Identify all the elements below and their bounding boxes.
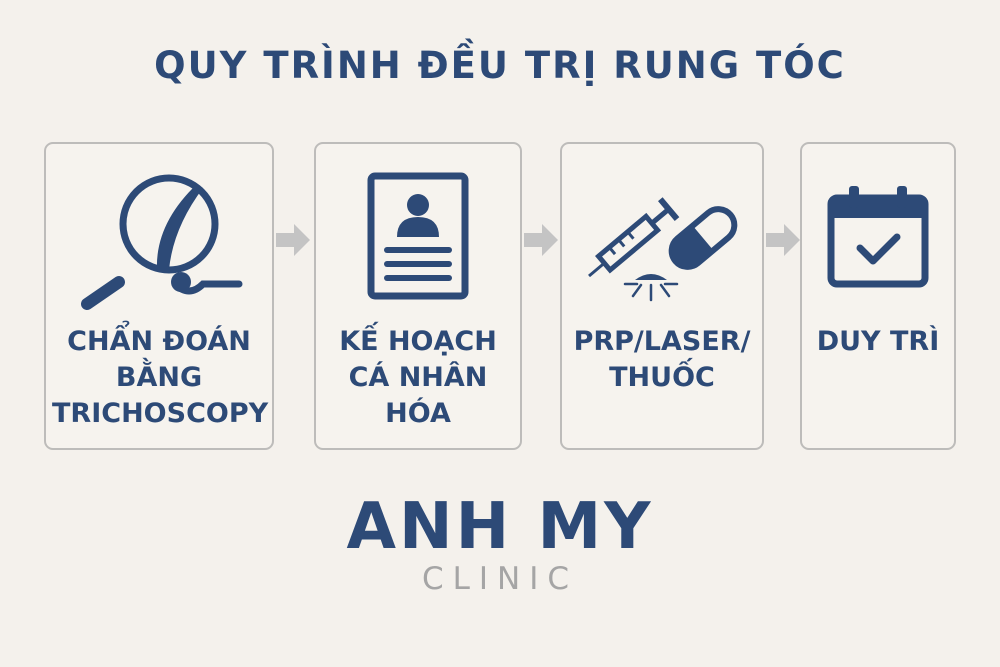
- step-label: DUY TRÌ: [816, 326, 940, 357]
- step-personal-plan: KẾ HOẠCH CÁ NHÂN HÓA: [314, 142, 522, 450]
- arrow-right-icon: [276, 224, 310, 256]
- step-diagnosis: CHẨN ĐOÁN BẰNG TRICHOSCOPY: [44, 142, 274, 450]
- magnifier-hair-icon: [46, 172, 272, 310]
- arrow-right-icon: [524, 224, 558, 256]
- step-maintenance: DUY TRÌ: [800, 142, 956, 450]
- brand-subtitle: CLINIC: [421, 561, 579, 597]
- step-treatment: PRP/LASER/ THUỐC: [560, 142, 764, 450]
- brand-name: ANH MY: [346, 490, 654, 564]
- profile-document-icon: [316, 172, 520, 307]
- diagram-title: QUY TRÌNH ĐỀU TRỊ RUNG TÓC: [154, 44, 846, 87]
- syringe-capsule-laser-icon: [562, 172, 762, 307]
- step-label: KẾ HOẠCH CÁ NHÂN HÓA: [339, 326, 497, 429]
- step-label: PRP/LASER/ THUỐC: [573, 326, 751, 393]
- calendar-check-icon: [802, 172, 954, 307]
- arrow-right-icon: [766, 224, 800, 256]
- step-label: CHẨN ĐOÁN BẰNG TRICHOSCOPY: [52, 326, 269, 429]
